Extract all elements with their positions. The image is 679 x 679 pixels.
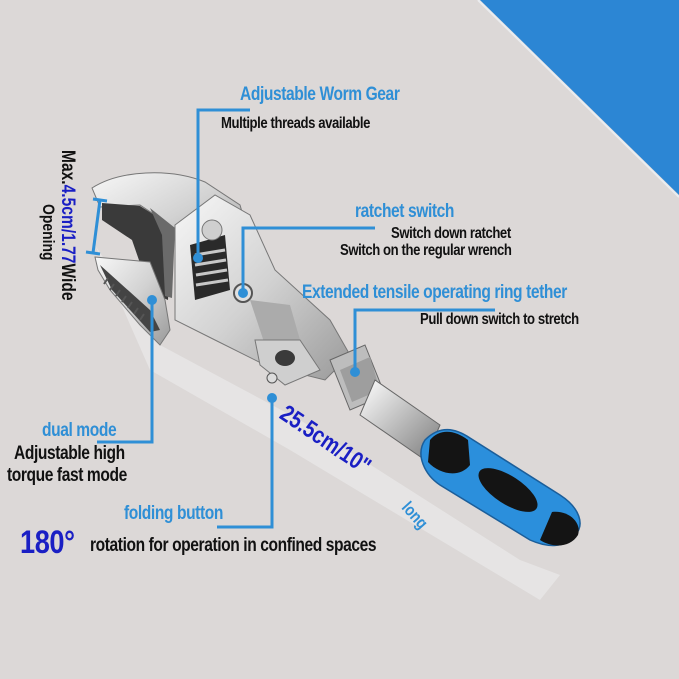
ring-tether-desc: Pull down switch to stretch	[420, 311, 579, 328]
worm-gear-desc: Multiple threads available	[221, 115, 371, 132]
ratchet-switch-desc-line2: Switch on the regular wrench	[340, 242, 512, 259]
ratchet-switch-title: ratchet switch	[355, 201, 455, 222]
ring-tether-title: Extended tensile operating ring tether	[302, 282, 567, 303]
worm-gear-title: Adjustable Worm Gear	[240, 84, 400, 105]
rotation-degrees: 180°	[20, 524, 75, 560]
max-opening-value: 4.5cm/1.77	[57, 184, 78, 264]
dual-mode-desc-line1: Adjustable high	[14, 443, 125, 464]
max-opening-prefix: Max.	[57, 150, 78, 185]
max-opening-suffix: Wide	[57, 263, 78, 301]
dual-mode-desc-line2: torque fast mode	[7, 465, 127, 486]
dual-mode-title: dual mode	[42, 420, 117, 441]
ratchet-switch-desc-line1: Switch down ratchet	[391, 225, 511, 242]
folding-button-title: folding button	[124, 503, 223, 524]
max-opening-line2: Opening	[39, 204, 58, 261]
max-opening-label: Max.4.5cm/1.77Wide	[56, 150, 78, 301]
rotation-desc: rotation for operation in confined space…	[90, 535, 377, 556]
